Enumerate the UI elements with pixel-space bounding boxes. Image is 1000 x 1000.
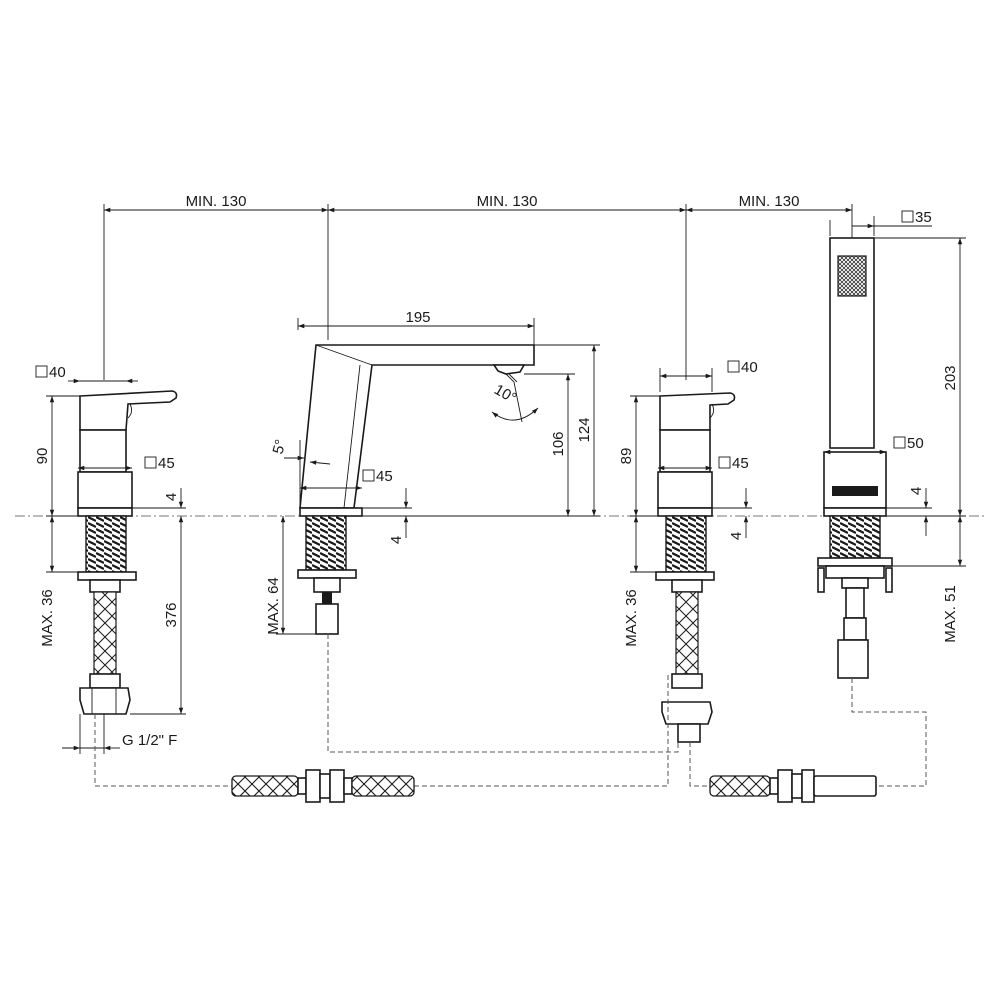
mixer-connector-hose — [231, 769, 415, 803]
spacing-label-2: MIN. 130 — [477, 193, 538, 210]
hand-shower — [817, 237, 893, 679]
shower-square-label: 35 — [915, 209, 932, 226]
left-mixer-dimensions: 40 90 45 4 MAX. 36 376 G 1/2" F — [34, 364, 186, 754]
right-base-height-label: 4 — [728, 532, 745, 540]
spout-base-height-label: 4 — [388, 536, 405, 544]
left-base-square-label: 45 — [158, 455, 175, 472]
shower-max-thickness-label: MAX. 51 — [942, 585, 959, 643]
spout-outlet-height-label: 106 — [550, 431, 567, 456]
aerator-angle-label: 10° — [491, 381, 519, 407]
left-hose-length-label: 376 — [163, 602, 180, 627]
spacing-label-3: MIN. 130 — [739, 193, 800, 210]
spout-max-thickness-label: MAX. 64 — [265, 577, 282, 635]
thread-label: G 1/2" F — [122, 732, 177, 749]
right-handle-height-label: 89 — [618, 448, 635, 465]
right-base-square-label: 45 — [732, 455, 749, 472]
right-handle-square-label: 40 — [741, 359, 758, 376]
spout-base-square-label: 45 — [376, 468, 393, 485]
spacing-dimensions: MIN. 130 MIN. 130 MIN. 130 — [104, 193, 852, 213]
right-mixer — [655, 392, 736, 743]
spout-length-label: 195 — [405, 309, 430, 326]
spacing-label-1: MIN. 130 — [186, 193, 247, 210]
shower-base-height-label: 4 — [908, 487, 925, 495]
shower-length-label: 203 — [942, 365, 959, 390]
right-max-thickness-label: MAX. 36 — [623, 589, 640, 647]
left-mixer — [77, 390, 178, 715]
spout-height-label: 124 — [576, 417, 593, 442]
hand-shower-dimensions: 35 203 50 4 MAX. 51 — [824, 209, 966, 643]
shower-connector-hose — [709, 769, 877, 803]
left-handle-square-label: 40 — [49, 364, 66, 381]
spout — [297, 344, 535, 635]
left-handle-height-label: 90 — [34, 448, 51, 465]
left-max-thickness-label: MAX. 36 — [39, 589, 56, 647]
shower-holder-square-label: 50 — [907, 435, 924, 452]
spout-angle-label: 5° — [270, 438, 290, 456]
left-base-height-label: 4 — [163, 493, 180, 501]
connection-lines — [94, 634, 927, 787]
right-mixer-dimensions: 40 89 45 4 MAX. 36 — [618, 359, 758, 647]
